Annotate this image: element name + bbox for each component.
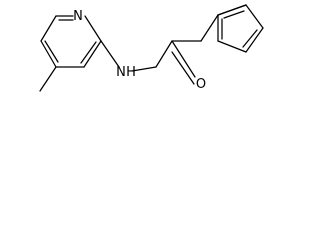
molecule-structure: N N H O — [39, 4, 264, 92]
bond-c5-c6 — [40, 15, 57, 42]
bond-ph-2 — [245, 4, 264, 29]
double-bond-carbonyl-o — [171, 51, 195, 85]
bond-nh-to-carbonyl — [131, 66, 157, 72]
bond-ring-to-nh — [100, 40, 120, 68]
bond-carbonyl-to-o — [171, 40, 196, 78]
double-bond-c4-c5 — [44, 40, 59, 63]
phenyl-ring — [217, 4, 264, 53]
bond-n-c2 — [84, 15, 102, 42]
bond-chain-to-phenyl — [200, 14, 219, 42]
bond-c4-c5 — [40, 40, 57, 68]
amide-hydrogen-label: H — [126, 65, 136, 80]
bond-c2-c3 — [83, 40, 102, 68]
pyridine-ring — [40, 15, 102, 68]
double-bond-c2-c3 — [80, 41, 97, 64]
bond-ph-4 — [217, 40, 247, 53]
methyl-bond — [39, 66, 57, 92]
carbonyl-oxygen-label: O — [196, 77, 206, 92]
bond-ph-6 — [217, 4, 247, 16]
ring-nitrogen-label: N — [73, 9, 83, 24]
double-bond-ph-a — [223, 10, 245, 19]
bond-ph-3 — [245, 27, 264, 53]
bond-chain-1 — [155, 40, 173, 68]
double-bond-ph-b — [242, 29, 258, 48]
amide-nitrogen-label: N — [116, 65, 126, 80]
